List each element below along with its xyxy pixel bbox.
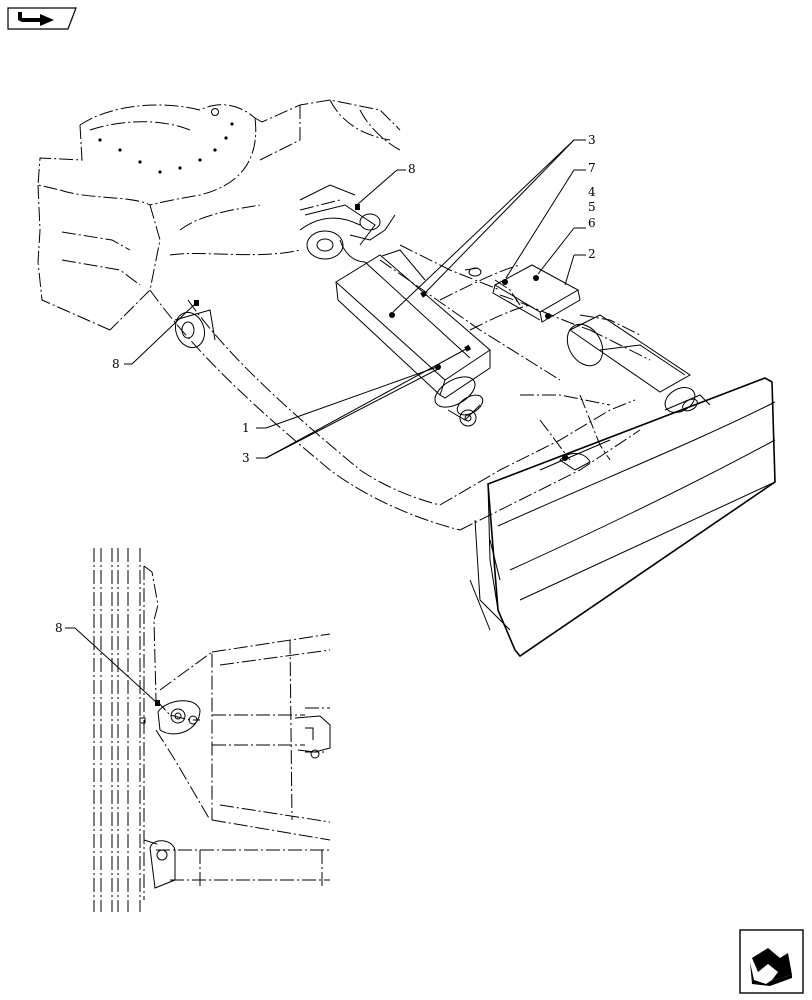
callout-8a: 8 [408,162,416,176]
callout-8b: 8 [112,357,120,371]
callout-8c: 8 [55,621,63,635]
callout-5: 5 [588,200,596,214]
next-page-arrow-icon[interactable] [7,7,77,30]
inset-detail-view [93,548,331,912]
machine-frame [37,99,651,531]
callout-3b: 3 [242,451,250,465]
callout-1: 1 [242,421,250,435]
dozer-blade [469,377,776,658]
callout-6: 6 [588,216,596,230]
cover-plate [464,264,581,323]
callout-7: 7 [588,161,596,175]
hydraulic-cylinder [299,184,491,427]
callout-2: 2 [588,247,596,261]
left-pivot [174,204,360,349]
callout-3a: 3 [588,133,596,147]
leader-lines [65,139,586,703]
callout-4: 4 [588,185,596,199]
ring-bolt-holes [98,108,234,174]
callout-labels: 3 7 8 4 5 6 2 8 1 3 8 [55,133,596,635]
lift-cylinder [566,314,711,413]
next-page-arrow-icon-large[interactable] [739,929,804,994]
